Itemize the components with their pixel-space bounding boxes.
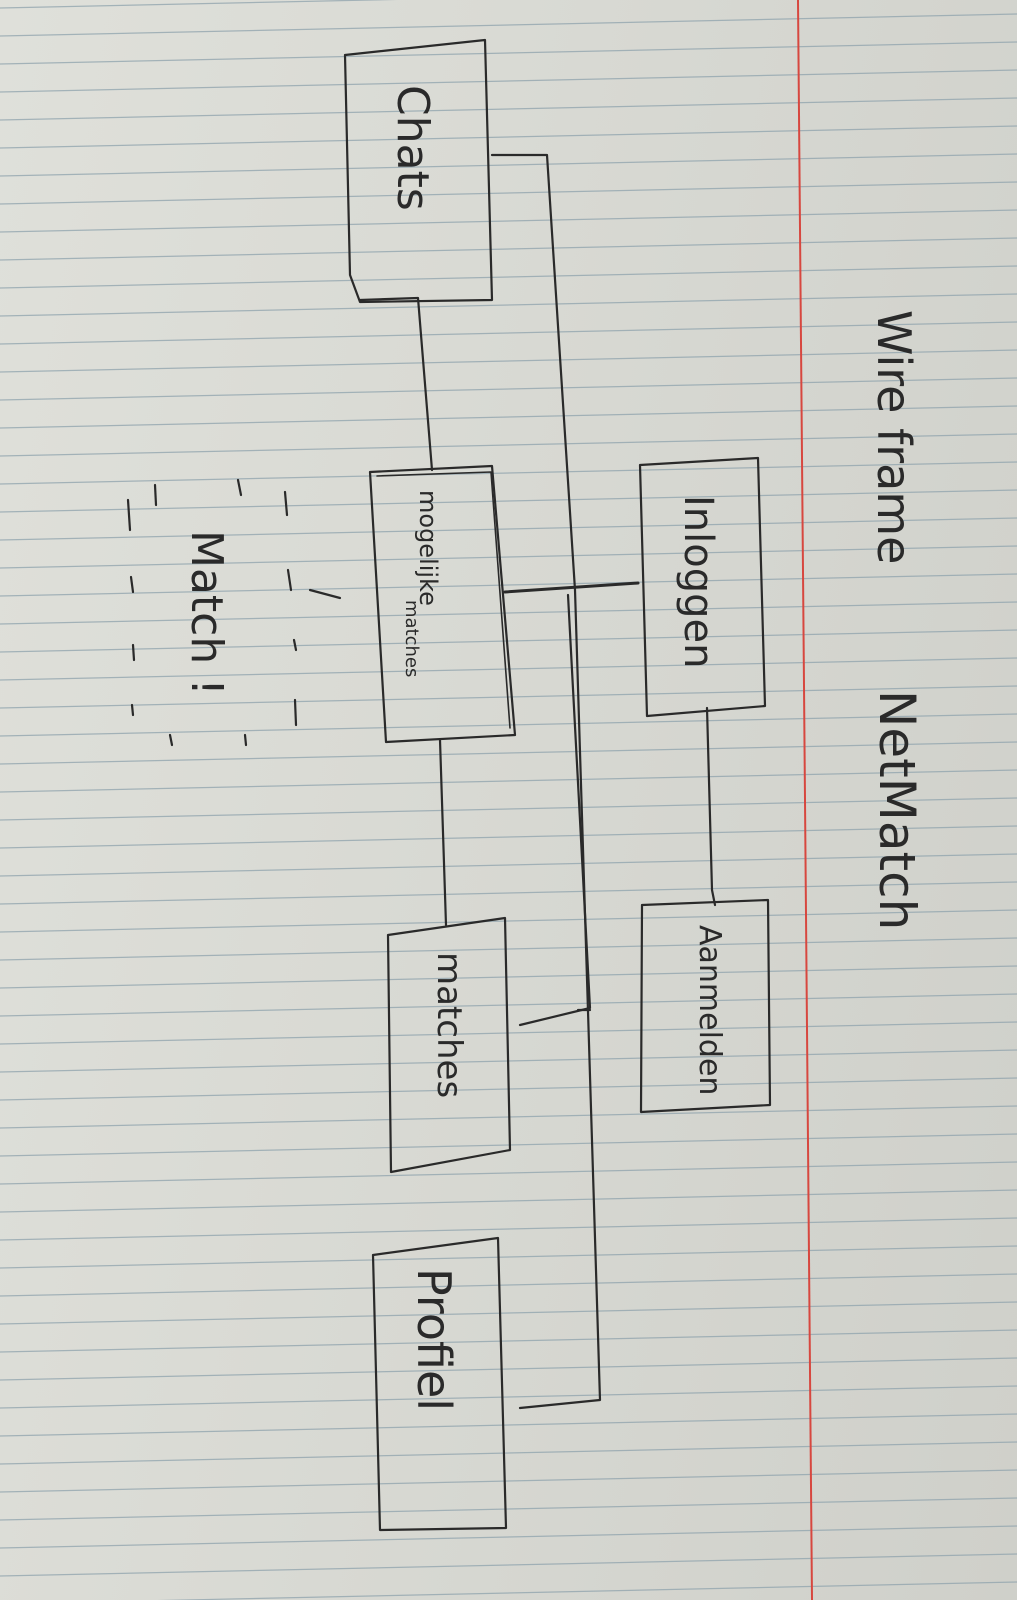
rule-line <box>0 1273 1017 1297</box>
inloggen-to-aanmelden-connector <box>705 706 717 907</box>
rule-line <box>157 1581 1017 1600</box>
rule-line <box>0 321 1017 345</box>
rule-line <box>0 1497 1017 1521</box>
matches-label: matches <box>429 952 469 1098</box>
rule-line <box>0 741 1017 765</box>
rule-line <box>0 517 1017 541</box>
rule-line <box>0 1553 1017 1577</box>
wireframe-heading: Wire frame <box>867 310 921 564</box>
rule-line <box>0 993 1017 1017</box>
rule-line <box>0 405 1017 429</box>
rule-line <box>0 909 1017 933</box>
rule-line <box>0 265 1017 289</box>
rule-line <box>0 1133 1017 1157</box>
rule-line <box>0 629 1017 653</box>
matches-label-small: matches <box>401 600 422 677</box>
rule-line <box>0 377 1017 401</box>
match-popup-label: Match ! <box>181 530 232 696</box>
rule-line <box>0 125 1017 149</box>
inloggen-box <box>638 456 767 718</box>
rule-line <box>0 1189 1017 1213</box>
rule-line <box>0 97 1017 121</box>
rule-line <box>0 1161 1017 1185</box>
rule-line <box>0 853 1017 877</box>
profiel-box <box>371 1236 508 1532</box>
profiel-label: Profiel <box>407 1268 461 1411</box>
rule-line <box>0 573 1017 597</box>
rule-line <box>0 1357 1017 1381</box>
spine-to-matches-connector <box>518 593 592 1027</box>
mogelijke-label: mogelijke <box>414 490 442 606</box>
rule-line <box>0 41 1017 65</box>
rule-line <box>0 0 398 9</box>
rule-line <box>0 1329 1017 1353</box>
mogelijke-to-matches-connector <box>438 738 448 927</box>
rule-line <box>0 881 1017 905</box>
rule-line <box>0 489 1017 513</box>
rule-line <box>0 181 1017 205</box>
rule-line <box>0 601 1017 625</box>
rule-line <box>0 1245 1017 1269</box>
rule-line <box>0 797 1017 821</box>
rule-line <box>0 1217 1017 1241</box>
mogelijke-matches-box-inner <box>376 471 511 729</box>
rule-line <box>0 433 1017 457</box>
matches-box <box>386 916 512 1174</box>
spine-to-inloggen-connector <box>503 581 640 594</box>
rule-line <box>0 1413 1017 1437</box>
rule-line <box>0 13 1017 37</box>
rule-line <box>0 1301 1017 1325</box>
aanmelden-label: Aanmelden <box>692 925 727 1095</box>
aanmelden-box <box>639 898 772 1114</box>
chats-box <box>343 38 494 304</box>
margin-line <box>797 0 813 1600</box>
inloggen-label: Inloggen <box>675 495 721 668</box>
app-title: NetMatch <box>868 690 926 930</box>
rule-line <box>0 713 1017 737</box>
rule-line <box>0 461 1017 485</box>
mogelijke-matches-box <box>368 464 517 744</box>
chats-label: Chats <box>387 85 438 211</box>
rule-line <box>0 1385 1017 1409</box>
rule-line <box>0 545 1017 569</box>
rule-line <box>0 293 1017 317</box>
rule-line <box>0 69 1017 93</box>
rule-line <box>0 965 1017 989</box>
rule-line <box>0 237 1017 261</box>
rule-line <box>0 825 1017 849</box>
rule-line <box>0 1469 1017 1493</box>
rule-line <box>0 937 1017 961</box>
rule-line <box>0 209 1017 233</box>
rule-line <box>0 1441 1017 1465</box>
rule-line <box>0 349 1017 373</box>
chats-to-mogelijke-connector <box>358 296 434 472</box>
match-popup-dashed-outline <box>126 478 342 747</box>
rule-line <box>0 153 1017 177</box>
rule-line <box>0 1525 1017 1549</box>
rule-line <box>0 769 1017 793</box>
main-navigation-spine <box>490 153 602 1410</box>
